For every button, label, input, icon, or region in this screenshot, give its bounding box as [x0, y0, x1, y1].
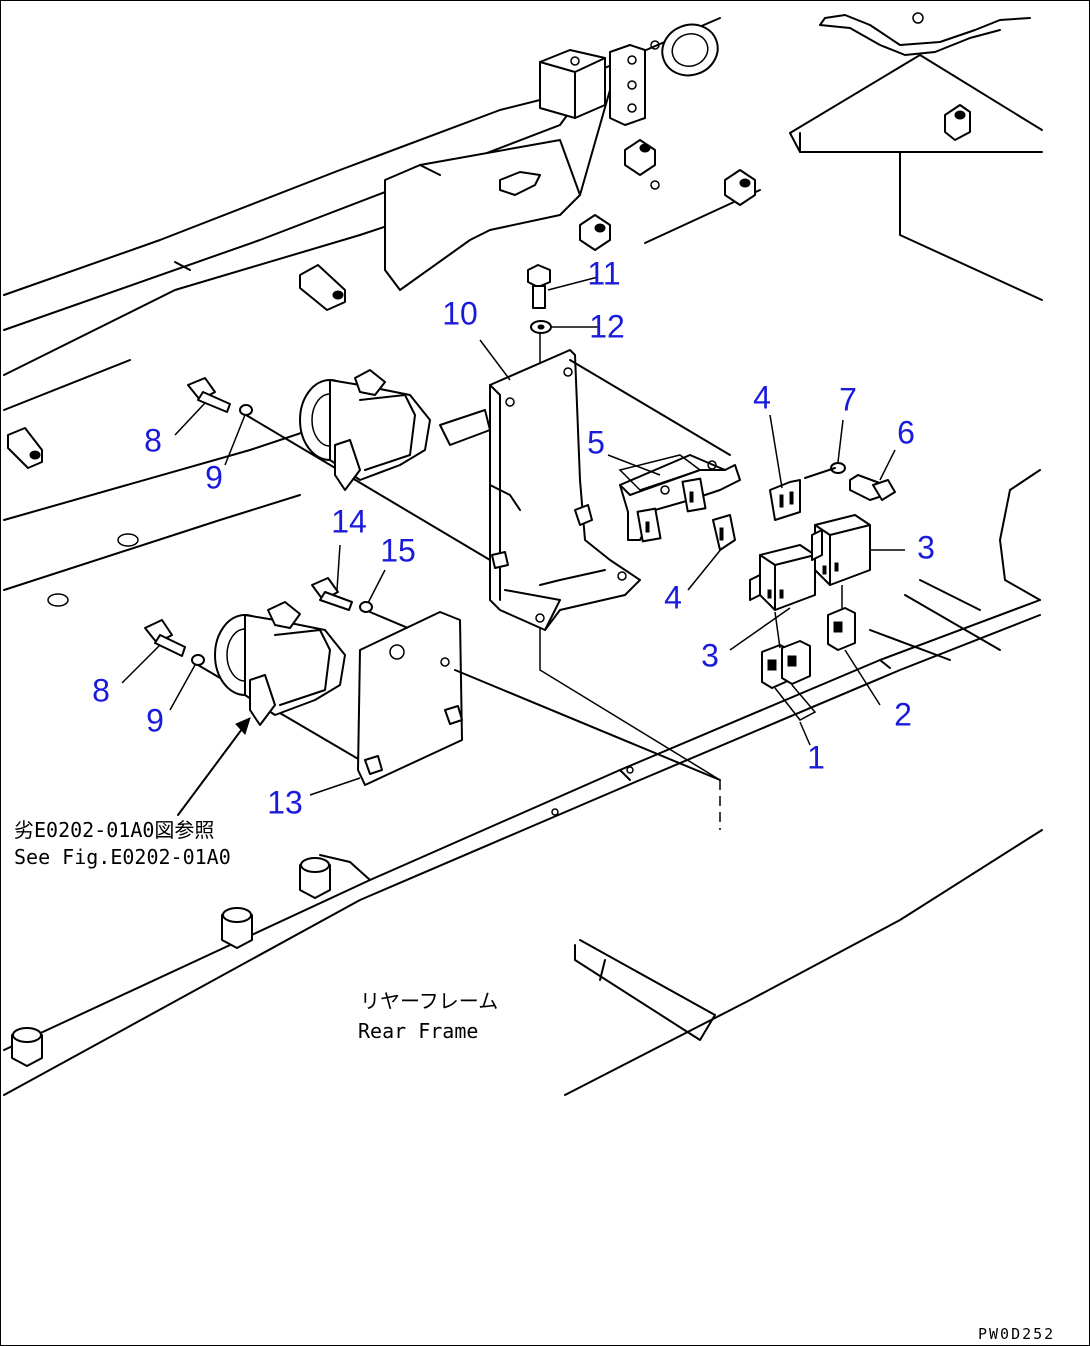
- callout-3-right: 3: [917, 529, 935, 565]
- callout-5: 5: [587, 424, 605, 460]
- frame-label-jp: リヤーフレーム: [360, 989, 498, 1013]
- frame-label-en: Rear Frame: [358, 1019, 478, 1043]
- callout-8-upper: 8: [144, 422, 162, 458]
- callout-3-left: 3: [701, 637, 719, 673]
- horn-assembly-upper: [187, 369, 491, 561]
- callout-9-lower: 9: [146, 702, 164, 738]
- callout-2: 2: [894, 696, 912, 732]
- leader-lines: [121, 276, 905, 796]
- callout-12: 12: [589, 308, 625, 344]
- callout-15: 15: [380, 532, 416, 568]
- annotations: 劣E0202-01A0図参照 See Fig.E0202-01A0 リヤーフレー…: [14, 818, 1055, 1343]
- callout-8-lower: 8: [92, 672, 110, 708]
- callout-4-upper: 4: [753, 379, 771, 415]
- callout-9-upper: 9: [205, 459, 223, 495]
- callout-10: 10: [442, 295, 478, 331]
- reference-note-en: See Fig.E0202-01A0: [14, 845, 231, 869]
- callout-7: 7: [839, 381, 857, 417]
- frame-bosses-lower: [11, 533, 634, 1067]
- bolt-11-washer-12: [527, 264, 552, 334]
- drawing-code: PW0D252: [978, 1325, 1055, 1343]
- callout-14: 14: [331, 503, 367, 539]
- callout-13: 13: [267, 784, 303, 820]
- callout-4-lower: 4: [664, 579, 682, 615]
- bracket-10: [439, 349, 731, 631]
- upper-mounting-parts: [7, 23, 971, 469]
- callout-1: 1: [807, 739, 825, 775]
- horn-assembly-lower: [144, 577, 721, 816]
- callout-6: 6: [897, 414, 915, 450]
- reference-note-jp: 劣E0202-01A0図参照: [14, 818, 214, 842]
- callout-11: 11: [587, 255, 620, 291]
- callout-labels: 1 2 3 3 4 4 5 6 7 8 8 9 9 10 11 12 13 14…: [92, 255, 935, 820]
- brackets-4-5-6-7: [618, 454, 896, 551]
